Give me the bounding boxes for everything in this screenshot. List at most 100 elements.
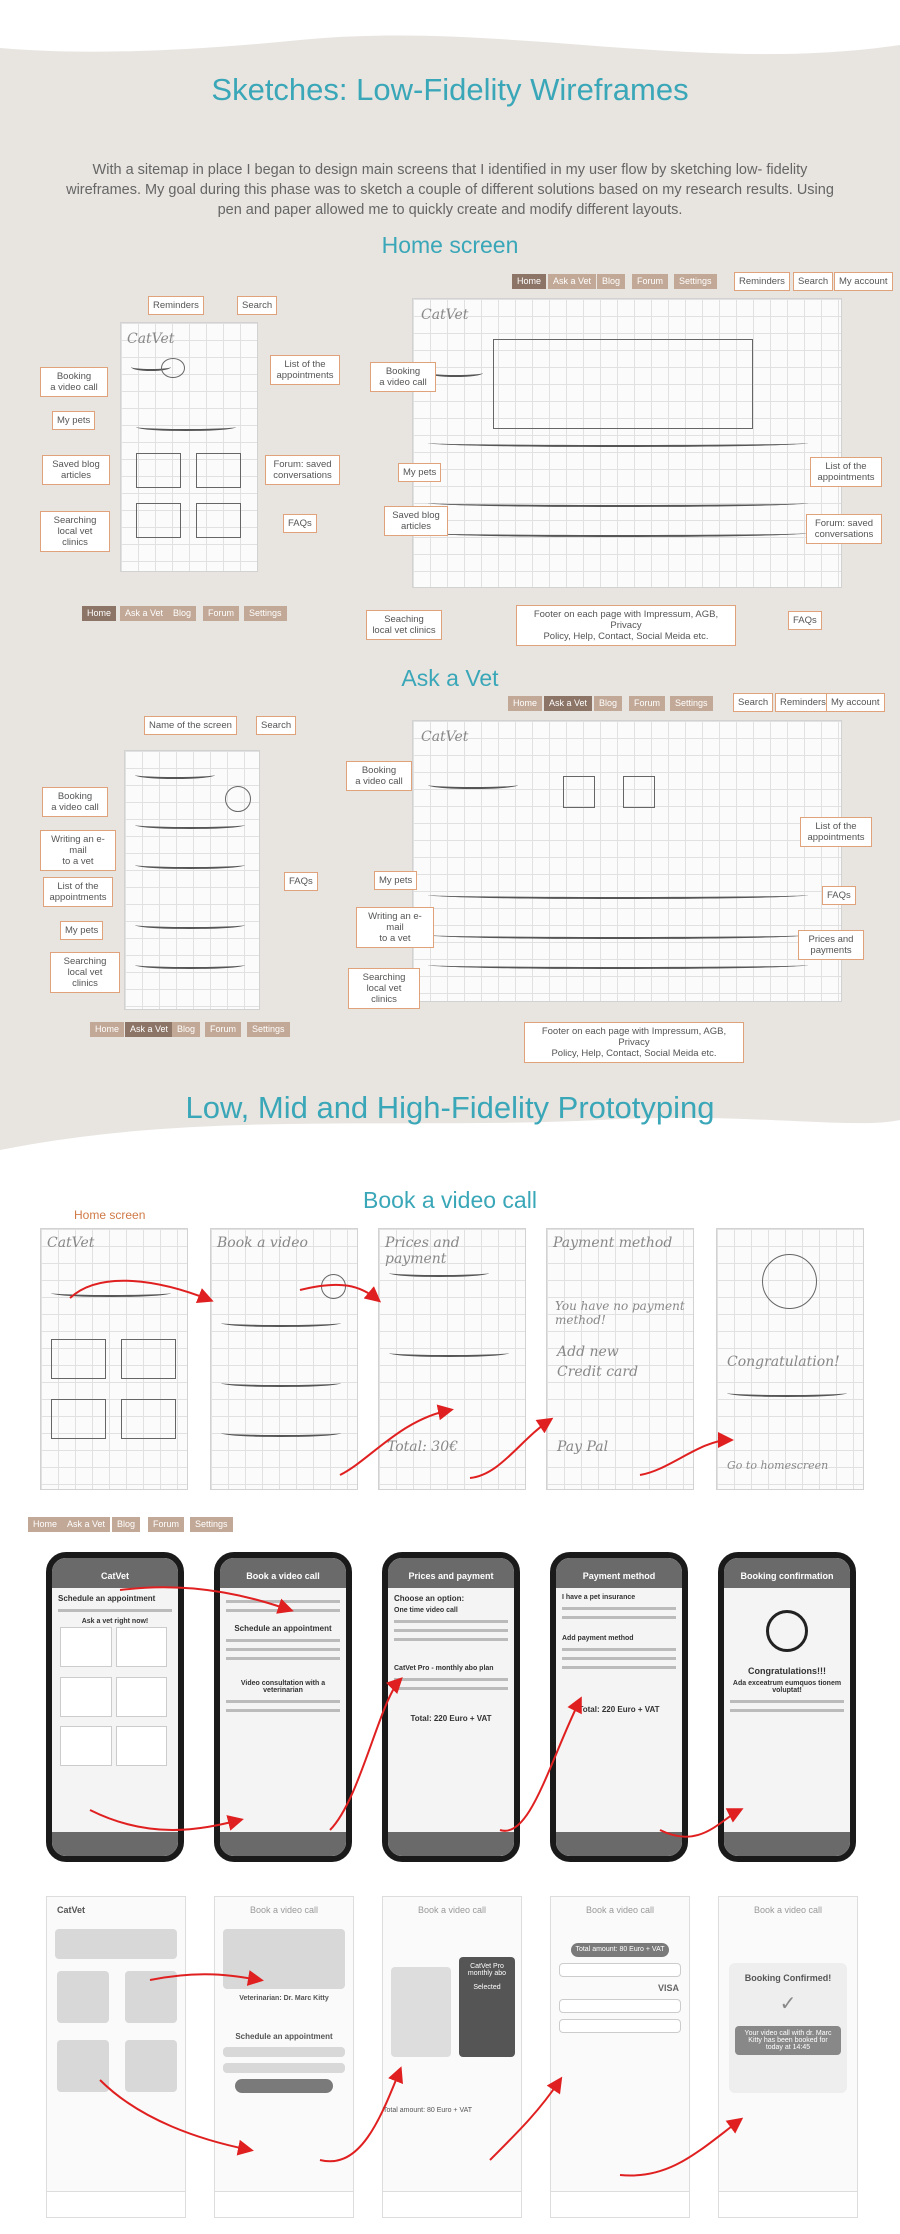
desk-nav-settings[interactable]: Settings xyxy=(674,274,717,289)
lofi-sketch-4: Payment method You have no payment metho… xyxy=(546,1228,694,1490)
ask-nav-settings[interactable]: Settings xyxy=(247,1022,290,1037)
ask-desk-nav-blog[interactable]: Blog xyxy=(594,696,623,711)
ask-callout-faqs: FAQs xyxy=(284,872,318,891)
check-icon: ✓ xyxy=(779,1993,797,2015)
ask-nav-ask[interactable]: Ask a Vet xyxy=(125,1022,174,1037)
desk-nav-forum[interactable]: Forum xyxy=(632,274,669,289)
ask-nav-forum[interactable]: Forum xyxy=(205,1022,242,1037)
hifi-tabbar[interactable] xyxy=(383,2191,521,2217)
midfi-title-5: Booking confirmation xyxy=(724,1558,850,1588)
desk-callout-footer: Footer on each page with Impressum, AGB,… xyxy=(516,605,736,646)
desk-nav-blog[interactable]: Blog xyxy=(597,274,626,289)
lofi-title-1: CatVet xyxy=(47,1235,95,1251)
lofi-no-method: You have no payment method! xyxy=(555,1299,685,1327)
hifi-screen-1: CatVet xyxy=(46,1896,186,2218)
hifi-tabbar[interactable] xyxy=(551,2191,689,2217)
lofi-sketch-3: Prices and payment Total: 30€ xyxy=(378,1228,526,1490)
hifi-total: Total amount: 80 Euro + VAT xyxy=(383,2107,473,2114)
nav-ask[interactable]: Ask a Vet xyxy=(120,606,169,621)
lofi-credit: Credit card xyxy=(557,1364,639,1380)
midfi-title-2: Book a video call xyxy=(220,1558,346,1588)
ask-callout-name: Name of the screen xyxy=(144,716,237,735)
desk-callout-account: My account xyxy=(834,272,893,291)
lofi-sketch-2: Book a video xyxy=(210,1228,358,1490)
callout-search: Search xyxy=(237,296,278,315)
hifi-screen-2: Book a video call Veterinarian: Dr. Marc… xyxy=(214,1896,354,2218)
hifi-tabbar[interactable] xyxy=(719,2191,857,2217)
midfi-schedule-2: Schedule an appointment xyxy=(234,1624,332,1633)
nav-home[interactable]: Home xyxy=(82,606,117,621)
proto-nav-blog[interactable]: Blog xyxy=(112,1517,141,1532)
midfi-ask-now: Ask a vet right now! xyxy=(81,1618,149,1625)
ask-desk-callout-account: My account xyxy=(826,693,885,712)
midfi-tabbar[interactable] xyxy=(724,1832,850,1856)
hifi-screen-4: Book a video call Total amount: 80 Euro … xyxy=(550,1896,690,2218)
ask-desk-callout-faqs: FAQs xyxy=(822,886,856,905)
nav-settings[interactable]: Settings xyxy=(244,606,287,621)
hifi-tabbar[interactable] xyxy=(215,2191,353,2217)
proto-nav-forum[interactable]: Forum xyxy=(148,1517,185,1532)
ask-desk-nav-ask[interactable]: Ask a Vet xyxy=(544,696,593,711)
hifi-screen-5: Book a video call Booking Confirmed! ✓ Y… xyxy=(718,1896,858,2218)
hifi-schedule: Schedule an appointment xyxy=(235,2032,333,2041)
callout-pets: My pets xyxy=(52,411,96,430)
hifi-booked: Your video call with dr. Marc Kitty has … xyxy=(735,2026,841,2055)
hifi-one-card[interactable] xyxy=(391,1967,451,2057)
nav-forum[interactable]: Forum xyxy=(203,606,240,621)
hifi-title-4: Book a video call xyxy=(585,1905,655,1915)
hifi-title-1: CatVet xyxy=(57,1905,86,1915)
proto-nav-settings[interactable]: Settings xyxy=(190,1517,233,1532)
lofi-congrats: Congratulation! xyxy=(727,1354,840,1370)
proto-nav-ask[interactable]: Ask a Vet xyxy=(62,1517,111,1532)
midfi-tabbar[interactable] xyxy=(52,1832,178,1856)
midfi-tabbar[interactable] xyxy=(556,1832,682,1856)
midfi-tabbar[interactable] xyxy=(388,1832,514,1856)
midfi-total: Total: 220 Euro + VAT xyxy=(410,1714,492,1723)
desk-callout-search: Search xyxy=(793,272,834,291)
visa-icon: VISA xyxy=(657,1983,679,1993)
page-title: Sketches: Low-Fidelity Wireframes xyxy=(211,72,689,107)
ask-nav-blog[interactable]: Blog xyxy=(172,1022,201,1037)
hifi-confirm-card: Booking Confirmed! ✓ Your video call wit… xyxy=(729,1963,847,2093)
proto-section-title: Low, Mid and High-Fidelity Prototyping xyxy=(185,1090,715,1125)
ask-desk-nav-settings[interactable]: Settings xyxy=(670,696,713,711)
home-mobile-sketch: CatVet xyxy=(120,322,258,572)
midfi-video: Video consultation with a veterinarian xyxy=(240,1680,326,1694)
nav-blog[interactable]: Blog xyxy=(168,606,197,621)
midfi-tabbar[interactable] xyxy=(220,1832,346,1856)
desk-nav-ask[interactable]: Ask a Vet xyxy=(548,274,597,289)
hifi-tabbar[interactable] xyxy=(47,2191,185,2217)
top-wave xyxy=(0,0,900,55)
home-desktop-sketch: CatVet xyxy=(412,298,842,588)
hifi-title-3: Book a video call xyxy=(417,1905,487,1915)
ask-desk-callout-search: Search xyxy=(733,693,774,712)
midfi-choose: Choose an option: xyxy=(394,1594,465,1603)
ask-desk-nav-forum[interactable]: Forum xyxy=(629,696,666,711)
proto-nav-home[interactable]: Home xyxy=(28,1517,63,1532)
ask-nav-home[interactable]: Home xyxy=(90,1022,125,1037)
hifi-screen-3: Book a video call CatVet Pro monthly abo… xyxy=(382,1896,522,2218)
sketch-logo: CatVet xyxy=(421,307,469,323)
desk-nav-home[interactable]: Home xyxy=(512,274,547,289)
lofi-paypal: Pay Pal xyxy=(557,1439,609,1455)
ask-desk-callout-pets: My pets xyxy=(374,871,418,890)
hifi-title-2: Book a video call xyxy=(249,1905,319,1915)
hifi-confirmed: Booking Confirmed! xyxy=(744,1973,832,1983)
hifi-total-2: Total amount: 80 Euro + VAT xyxy=(571,1943,669,1957)
ask-desk-nav-home[interactable]: Home xyxy=(508,696,543,711)
midfi-one-time: One time video call xyxy=(394,1607,458,1614)
callout-reminders: Reminders xyxy=(148,296,204,315)
hifi-pro-card[interactable]: CatVet Pro monthly abo Selected xyxy=(459,1957,515,2057)
midfi-schedule: Schedule an appointment xyxy=(58,1594,156,1603)
midfi-add-payment: Add payment method xyxy=(562,1635,634,1642)
